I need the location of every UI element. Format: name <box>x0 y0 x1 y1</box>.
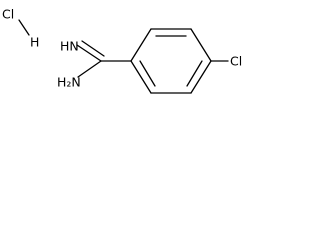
ring-chlorine-label: Cl <box>230 54 242 69</box>
imine-double-bond-outer <box>76 44 102 62</box>
ring-bond-3 <box>190 28 212 62</box>
imine-double-bond-inner <box>81 40 105 57</box>
hcl-bond <box>18 19 30 36</box>
molecule-structure: Cl H HN H₂N Cl <box>2 7 242 94</box>
hcl-hydrogen-label: H <box>30 35 39 50</box>
ring-double-bond-left <box>139 60 156 87</box>
ring-bond-4 <box>190 60 212 94</box>
amine-label: H₂N <box>57 75 81 90</box>
imine-label: HN <box>60 39 79 54</box>
ring-bond-1 <box>130 28 152 62</box>
hcl-chlorine-label: Cl <box>2 7 14 22</box>
ring-bond-6 <box>130 60 152 94</box>
ring-double-bond-right <box>186 60 203 87</box>
amine-bond <box>77 60 102 78</box>
